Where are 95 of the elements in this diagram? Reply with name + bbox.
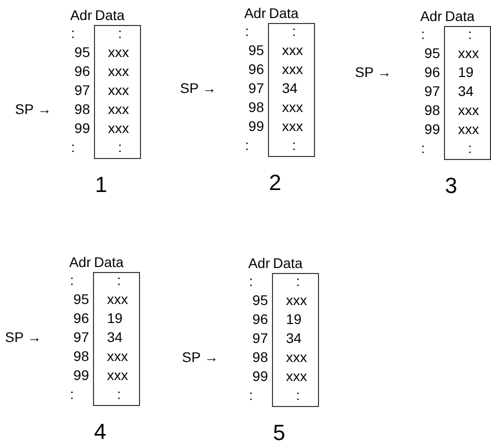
address-label: : [70, 138, 76, 157]
memory-value: : [295, 386, 301, 405]
memory-value: xxx [286, 367, 307, 386]
column-header: Adr [247, 254, 270, 272]
address-label: : [69, 385, 75, 404]
column-header: Data [269, 4, 299, 22]
address-label: : [248, 272, 254, 291]
memory-value: : [291, 22, 297, 41]
memory-box [268, 23, 315, 157]
address-label: 98 [73, 100, 90, 119]
address-label: 95 [73, 43, 90, 62]
address-label: 95 [251, 291, 268, 310]
address-label: : [248, 386, 254, 405]
column-header: Adr [69, 6, 92, 24]
address-label: 99 [247, 117, 264, 136]
memory-value: : [291, 136, 297, 155]
address-label: 95 [423, 44, 440, 63]
stack-pointer-label: SP → [5, 328, 42, 347]
stack-pointer-label: SP → [15, 100, 52, 119]
address-label: 97 [423, 82, 440, 101]
step-number: 2 [269, 171, 282, 195]
address-label: 96 [247, 60, 264, 79]
memory-value: : [117, 138, 123, 157]
memory-value: xxx [458, 101, 479, 120]
address-label: 98 [251, 348, 268, 367]
address-label: 97 [251, 329, 268, 348]
column-header: Data [95, 6, 125, 24]
memory-box [444, 26, 491, 160]
stack-pointer-label: SP → [355, 63, 392, 82]
address-label: 95 [72, 290, 89, 309]
memory-value: xxx [286, 348, 307, 367]
memory-value: xxx [108, 43, 129, 62]
memory-value: : [116, 385, 122, 404]
memory-value: xxx [282, 117, 303, 136]
memory-value: xxx [107, 290, 128, 309]
step-number: 5 [273, 421, 286, 441]
memory-value: xxx [107, 366, 128, 385]
memory-value: : [117, 24, 123, 43]
memory-value: 34 [282, 79, 298, 98]
memory-value: xxx [108, 119, 129, 138]
address-label: 96 [251, 310, 268, 329]
address-label: 99 [251, 367, 268, 386]
address-label: 96 [73, 62, 90, 81]
address-label: 95 [247, 41, 264, 60]
address-label: 98 [72, 347, 89, 366]
address-label: : [70, 24, 76, 43]
address-label: 98 [247, 98, 264, 117]
address-label: 99 [72, 366, 89, 385]
address-label: : [420, 25, 426, 44]
stack-pointer-label: SP → [182, 348, 218, 367]
column-header: Adr [419, 7, 442, 25]
address-label: 96 [72, 309, 89, 328]
memory-value: xxx [458, 120, 479, 139]
column-header: Adr [68, 253, 91, 271]
memory-value: xxx [108, 62, 129, 81]
step-number: 4 [94, 420, 106, 441]
memory-box [272, 273, 319, 407]
memory-value: : [116, 271, 122, 290]
memory-value: xxx [458, 44, 479, 63]
memory-value: 34 [107, 328, 123, 347]
memory-value: xxx [108, 81, 129, 100]
column-header: Adr [243, 4, 266, 22]
memory-value: xxx [286, 291, 307, 310]
memory-value: 19 [107, 309, 123, 328]
address-label: : [244, 22, 250, 41]
memory-value: 19 [458, 63, 474, 82]
step-number: 1 [95, 173, 108, 197]
address-label: : [420, 139, 426, 158]
memory-value: xxx [108, 100, 129, 119]
column-header: Data [273, 254, 303, 272]
address-label: 98 [423, 101, 440, 120]
memory-value: xxx [282, 60, 303, 79]
memory-value: : [467, 25, 473, 44]
address-label: : [244, 136, 250, 155]
address-label: : [69, 271, 75, 290]
memory-value: 19 [286, 310, 302, 329]
column-header: Data [445, 7, 475, 25]
address-label: 99 [423, 120, 440, 139]
memory-value: : [295, 272, 301, 291]
memory-box [93, 272, 140, 406]
memory-value: 34 [458, 82, 474, 101]
memory-value: : [467, 139, 473, 158]
memory-box [94, 25, 141, 159]
column-header: Data [94, 253, 124, 271]
address-label: 97 [73, 81, 90, 100]
memory-value: xxx [282, 98, 303, 117]
memory-value: 34 [286, 329, 302, 348]
address-label: 97 [247, 79, 264, 98]
memory-value: xxx [107, 347, 128, 366]
address-label: 96 [423, 63, 440, 82]
address-label: 99 [73, 119, 90, 138]
stack-pointer-label: SP → [180, 79, 216, 98]
memory-value: xxx [282, 41, 303, 60]
step-number: 3 [445, 174, 458, 198]
address-label: 97 [72, 328, 89, 347]
